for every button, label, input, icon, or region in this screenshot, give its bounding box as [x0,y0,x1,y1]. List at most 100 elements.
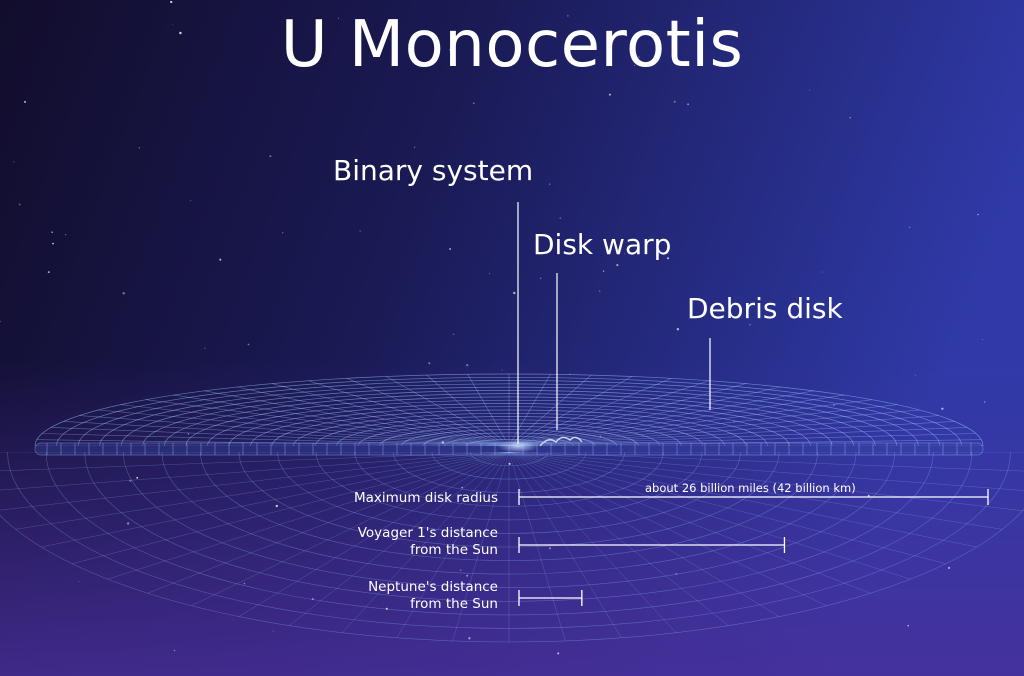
plane-spoke [0,452,510,491]
disk-ring [465,439,553,446]
plane-ring [123,452,895,588]
plane-spoke [508,452,729,626]
plane-spoke [508,452,827,606]
plane-spoke [508,452,946,564]
plane-spoke [0,452,510,472]
disk-spoke [508,404,898,446]
plane-spoke [508,452,566,642]
neptune-distance-label: Neptune's distance from the Sun [368,579,498,613]
disk-ring [228,403,790,446]
disk-ring [336,419,682,446]
star [634,65,635,67]
star [441,441,445,444]
disk-spoke [508,427,967,446]
disk-warp-label: Disk warp [533,228,672,261]
center-glow [498,439,538,453]
plane-ring [84,452,934,602]
star [599,435,602,438]
star [282,232,284,234]
star [47,271,50,274]
star [602,270,605,272]
star [982,339,983,340]
star [984,401,986,403]
star [449,248,451,250]
plane-ring [277,452,741,534]
star [977,213,979,216]
plane-spoke [0,452,510,511]
plane-spoke [508,452,1024,472]
disk-spoke [508,399,873,446]
plane-spoke [508,452,1024,491]
star [733,421,735,423]
star [675,573,677,575]
star [907,624,909,627]
disk-ring [164,393,854,446]
star [489,273,490,275]
disk-spoke [508,374,592,446]
star [548,183,551,185]
star [243,582,246,585]
star [508,462,511,465]
plane-spoke [396,452,510,638]
disk-spoke [346,378,510,446]
star [0,320,1,323]
star [624,253,626,255]
disk-warp-feature [539,436,583,447]
star [23,100,27,103]
page-title: U Monocerotis [280,8,744,82]
star [465,363,469,367]
disk-spoke [36,439,510,446]
disk-ring [99,383,919,446]
disk-spoke [508,383,747,446]
disk-spoke [508,374,551,446]
star [172,24,174,26]
plane-spoke [508,452,871,594]
scale-bars [518,489,989,606]
max-disk-radius-label: Maximum disk radius [354,490,498,507]
star [676,327,680,331]
star [495,164,498,167]
disk-ring [207,399,811,446]
disk-ring [34,373,984,446]
disk-ring [379,426,639,446]
star [461,486,463,489]
star [52,242,54,245]
star [808,89,811,91]
plane-spoke [508,452,677,633]
disk-ring [314,416,704,446]
star [548,547,552,550]
star [567,15,569,17]
disk-ring [293,412,725,446]
star [170,0,173,4]
star [428,362,431,365]
neptune-label-line1: Neptune's distance [368,579,498,595]
voyager-label-line2: from the Sun [410,542,498,558]
star [472,102,475,105]
voyager-distance-label: Voyager 1's distance from the Sun [358,525,498,559]
star [269,155,272,158]
plane-spoke [72,452,510,564]
plane-spoke [341,452,510,633]
star [833,404,835,407]
star [644,243,647,246]
star [559,217,561,219]
plane-ring [470,452,548,466]
star [126,522,130,525]
star [941,407,944,410]
star [948,566,951,569]
disk-spoke [508,378,672,446]
plane-spoke [107,452,510,580]
disk-spoke [386,376,510,446]
disk-spoke [42,433,510,446]
plane-spoke [191,452,510,606]
disk-spoke [508,409,920,446]
plane-spoke [41,452,510,548]
star [638,56,640,58]
star [247,343,250,346]
star [505,33,507,35]
disk-spoke [508,376,632,446]
plane-spoke [289,452,510,626]
star [129,479,132,482]
plane-ring [315,452,703,521]
